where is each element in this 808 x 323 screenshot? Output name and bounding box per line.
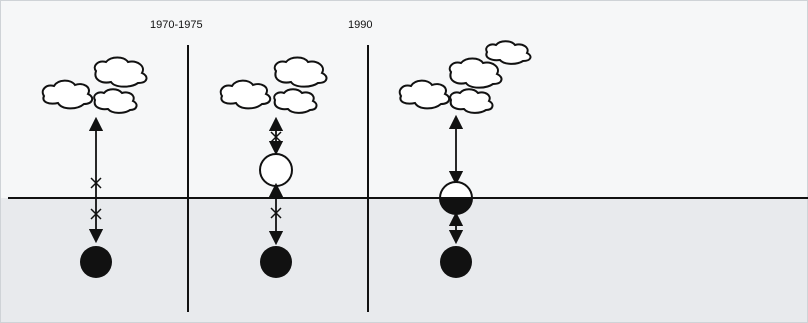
cross-mark-icon xyxy=(90,208,102,220)
cloud-group-2 xyxy=(219,56,328,114)
open-circle-icon xyxy=(259,153,293,187)
cloud-group-3 xyxy=(398,40,532,114)
cloud-icon xyxy=(41,79,94,110)
half-filled-circle-icon xyxy=(438,181,474,215)
cloud-group-1 xyxy=(41,56,148,114)
cross-mark-icon xyxy=(270,131,282,143)
filled-circle-icon xyxy=(440,246,472,278)
cloud-icon xyxy=(485,40,532,65)
cloud-icon xyxy=(93,56,148,88)
cloud-icon xyxy=(93,88,138,114)
filled-circle-icon xyxy=(260,246,292,278)
cloud-icon xyxy=(398,79,451,110)
cloud-icon xyxy=(448,57,503,89)
cloud-icon xyxy=(273,88,318,114)
cloud-icon xyxy=(449,88,494,114)
period-label-1990: 1990 xyxy=(348,19,372,31)
cross-mark-icon xyxy=(270,207,282,219)
ground-area xyxy=(0,198,808,323)
cross-mark-icon xyxy=(90,177,102,189)
filled-circle-icon xyxy=(80,246,112,278)
cloud-icon xyxy=(273,56,328,88)
cloud-icon xyxy=(219,79,272,110)
period-label-1970-1975: 1970-1975 xyxy=(150,19,203,31)
